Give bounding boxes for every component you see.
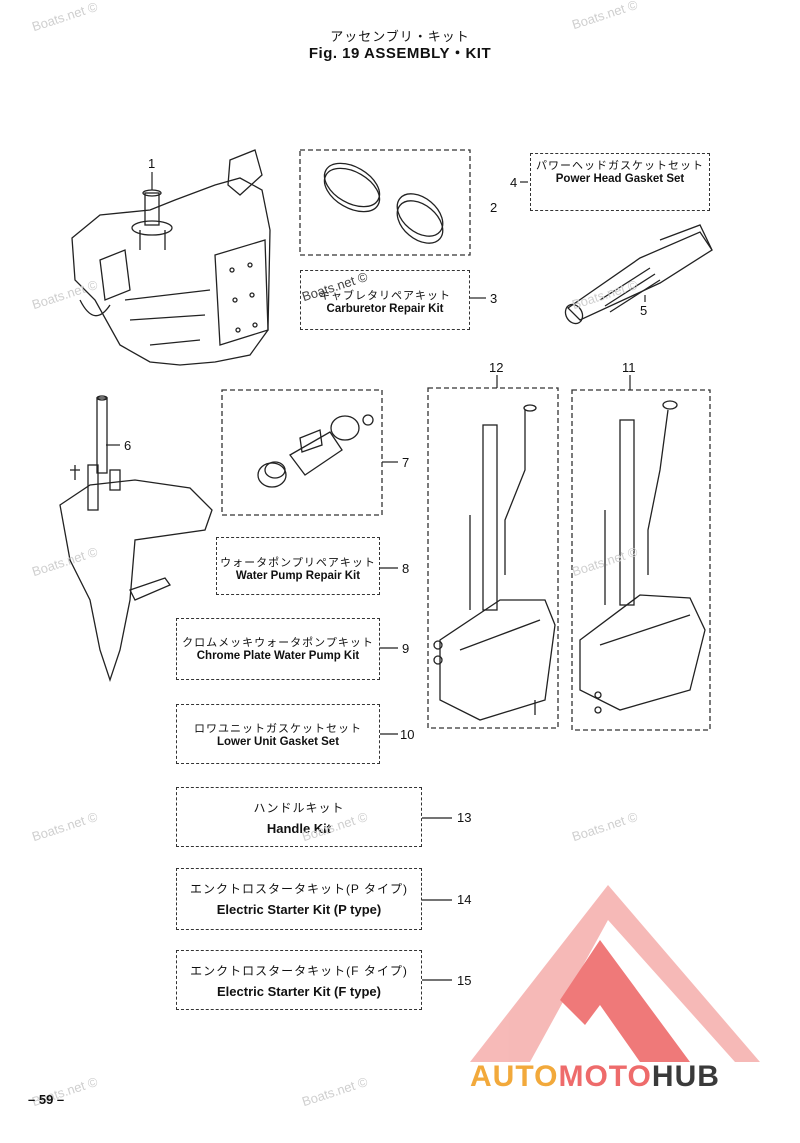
kit-label-lower-unit-gasket: ロワユニットガスケットセット Lower Unit Gasket Set — [176, 704, 380, 764]
kit-label-water-pump-repair: ウォータポンプリペアキット Water Pump Repair Kit — [216, 537, 380, 595]
part-number-9: 9 — [402, 641, 410, 656]
kit-box-7 — [221, 389, 383, 516]
kit-label-chrome-plate-water-pump: クロムメッキウォータポンプキット Chrome Plate Water Pump… — [176, 618, 380, 680]
part-number-6: 6 — [124, 438, 132, 453]
figure-title-japanese: アッセンブリ・キット — [330, 30, 470, 45]
lower-unit-11-drawing — [579, 400, 706, 714]
part-number-10: 10 — [400, 727, 415, 742]
kit-jp-label: ハンドルキット — [253, 801, 345, 815]
kit-label-carburetor-repair: キャブレタリペアキット Carburetor Repair Kit — [300, 270, 470, 330]
kit-jp-label: パワーヘッドガスケットセット — [536, 160, 704, 172]
part-number-13: 13 — [457, 810, 472, 825]
part-number-7: 7 — [402, 455, 410, 470]
kit-en-label: Lower Unit Gasket Set — [216, 736, 340, 748]
brand-logo-mark — [470, 885, 760, 1062]
drive-shaft-drawing — [96, 395, 108, 474]
kit-en-label: Carburetor Repair Kit — [326, 303, 444, 315]
part-number-8: 8 — [402, 561, 410, 576]
kit-jp-label: クロムメッキウォータポンプキット — [182, 637, 374, 649]
handle-grip-drawing — [564, 224, 713, 325]
kit-label-handle: ハンドルキット Handle Kit — [176, 787, 422, 847]
part-number-14: 14 — [457, 892, 472, 907]
part-number-5: 5 — [640, 303, 648, 318]
part-number-4: 4 — [510, 175, 518, 190]
kit-jp-label: ウォータポンプリペアキット — [220, 557, 376, 569]
kit-label-electric-starter-f: エンクトロスタータキット(F タイプ) Electric Starter Kit… — [176, 950, 422, 1010]
kit-en-label: Handle Kit — [266, 821, 332, 836]
part-number-2: 2 — [490, 200, 498, 215]
gasket-rings-drawing — [323, 162, 444, 244]
brand-part-auto: AUTO — [470, 1060, 559, 1093]
brand-part-hub: HUB — [651, 1060, 720, 1093]
kit-box-12 — [427, 387, 559, 729]
kit-jp-label: エンクトロスタータキット(P タイプ) — [189, 882, 409, 896]
part-number-15: 15 — [457, 973, 472, 988]
kit-jp-label: エンクトロスタータキット(F タイプ) — [190, 964, 408, 978]
brand-part-moto: MOTO — [558, 1060, 652, 1093]
kit-en-label: Chrome Plate Water Pump Kit — [196, 650, 360, 662]
part-number-11: 11 — [622, 360, 636, 375]
part-number-1: 1 — [148, 156, 156, 171]
power-head-drawing — [71, 149, 271, 366]
figure-title: Fig. 19 ASSEMBLY・KIT — [308, 45, 492, 62]
part-number-12: 12 — [489, 360, 504, 375]
brand-wordmark: AUTOMOTOHUB — [470, 1060, 720, 1094]
kit-label-electric-starter-p: エンクトロスタータキット(P タイプ) Electric Starter Kit… — [176, 868, 422, 930]
kit-en-label: Power Head Gasket Set — [555, 173, 685, 185]
lower-unit-drawing — [59, 464, 213, 683]
kit-box-11 — [571, 389, 711, 731]
kit-jp-label: ロワユニットガスケットセット — [194, 723, 362, 735]
part-number-3: 3 — [490, 291, 498, 306]
water-pump-drawing — [257, 414, 374, 488]
lower-unit-12-drawing — [433, 404, 556, 721]
page-number: – 59 – — [28, 1092, 65, 1107]
kit-box-2 — [299, 149, 471, 256]
kit-jp-label: キャブレタリペアキット — [319, 290, 451, 302]
kit-en-label: Electric Starter Kit (P type) — [216, 902, 382, 917]
kit-en-label: Electric Starter Kit (F type) — [217, 984, 381, 999]
kit-label-power-head-gasket: パワーヘッドガスケットセット Power Head Gasket Set — [530, 153, 710, 211]
kit-en-label: Water Pump Repair Kit — [235, 570, 361, 582]
